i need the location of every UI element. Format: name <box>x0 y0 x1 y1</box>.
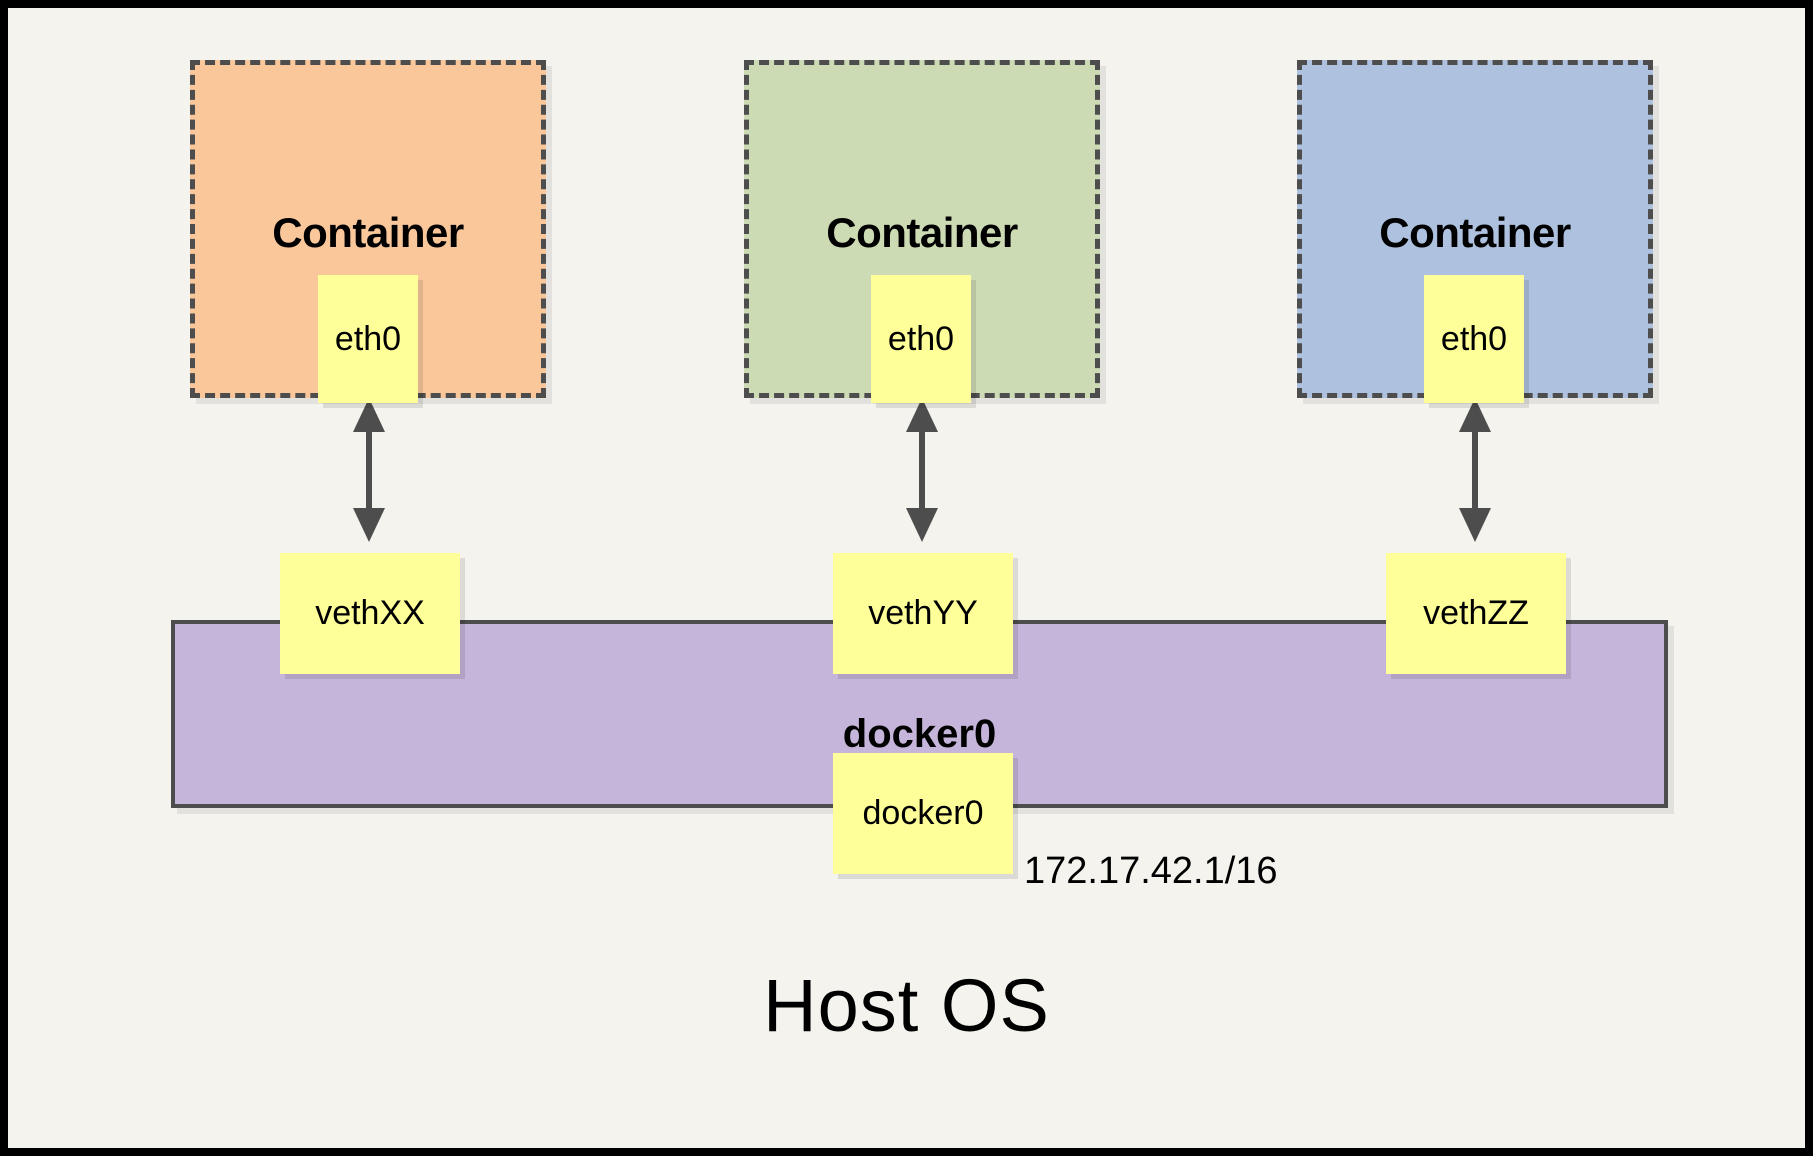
eth0-interface-box-2[interactable]: eth0 <box>871 275 971 403</box>
container-title-3: Container <box>1379 209 1571 256</box>
docker0-ip-label: 172.17.42.1/16 <box>1024 850 1278 892</box>
docker0-bridge-label: docker0 <box>842 712 997 756</box>
vethxx-interface-box[interactable]: vethXX <box>280 553 460 674</box>
host-os-label: Host OS <box>763 964 1050 1047</box>
double-arrow-eth0-vethyy <box>906 398 938 542</box>
double-arrow-eth0-vethzz <box>1459 398 1491 542</box>
container-title-1: Container <box>272 209 464 256</box>
eth0-interface-box-1[interactable]: eth0 <box>318 275 418 403</box>
eth0-interface-box-3[interactable]: eth0 <box>1424 275 1524 403</box>
docker0-interface-box[interactable]: docker0 <box>833 753 1013 874</box>
container-title-2: Container <box>826 209 1018 256</box>
double-arrow-eth0-vethxx <box>353 398 385 542</box>
vethzz-interface-box[interactable]: vethZZ <box>1386 553 1566 674</box>
vethyy-interface-box[interactable]: vethYY <box>833 553 1013 674</box>
